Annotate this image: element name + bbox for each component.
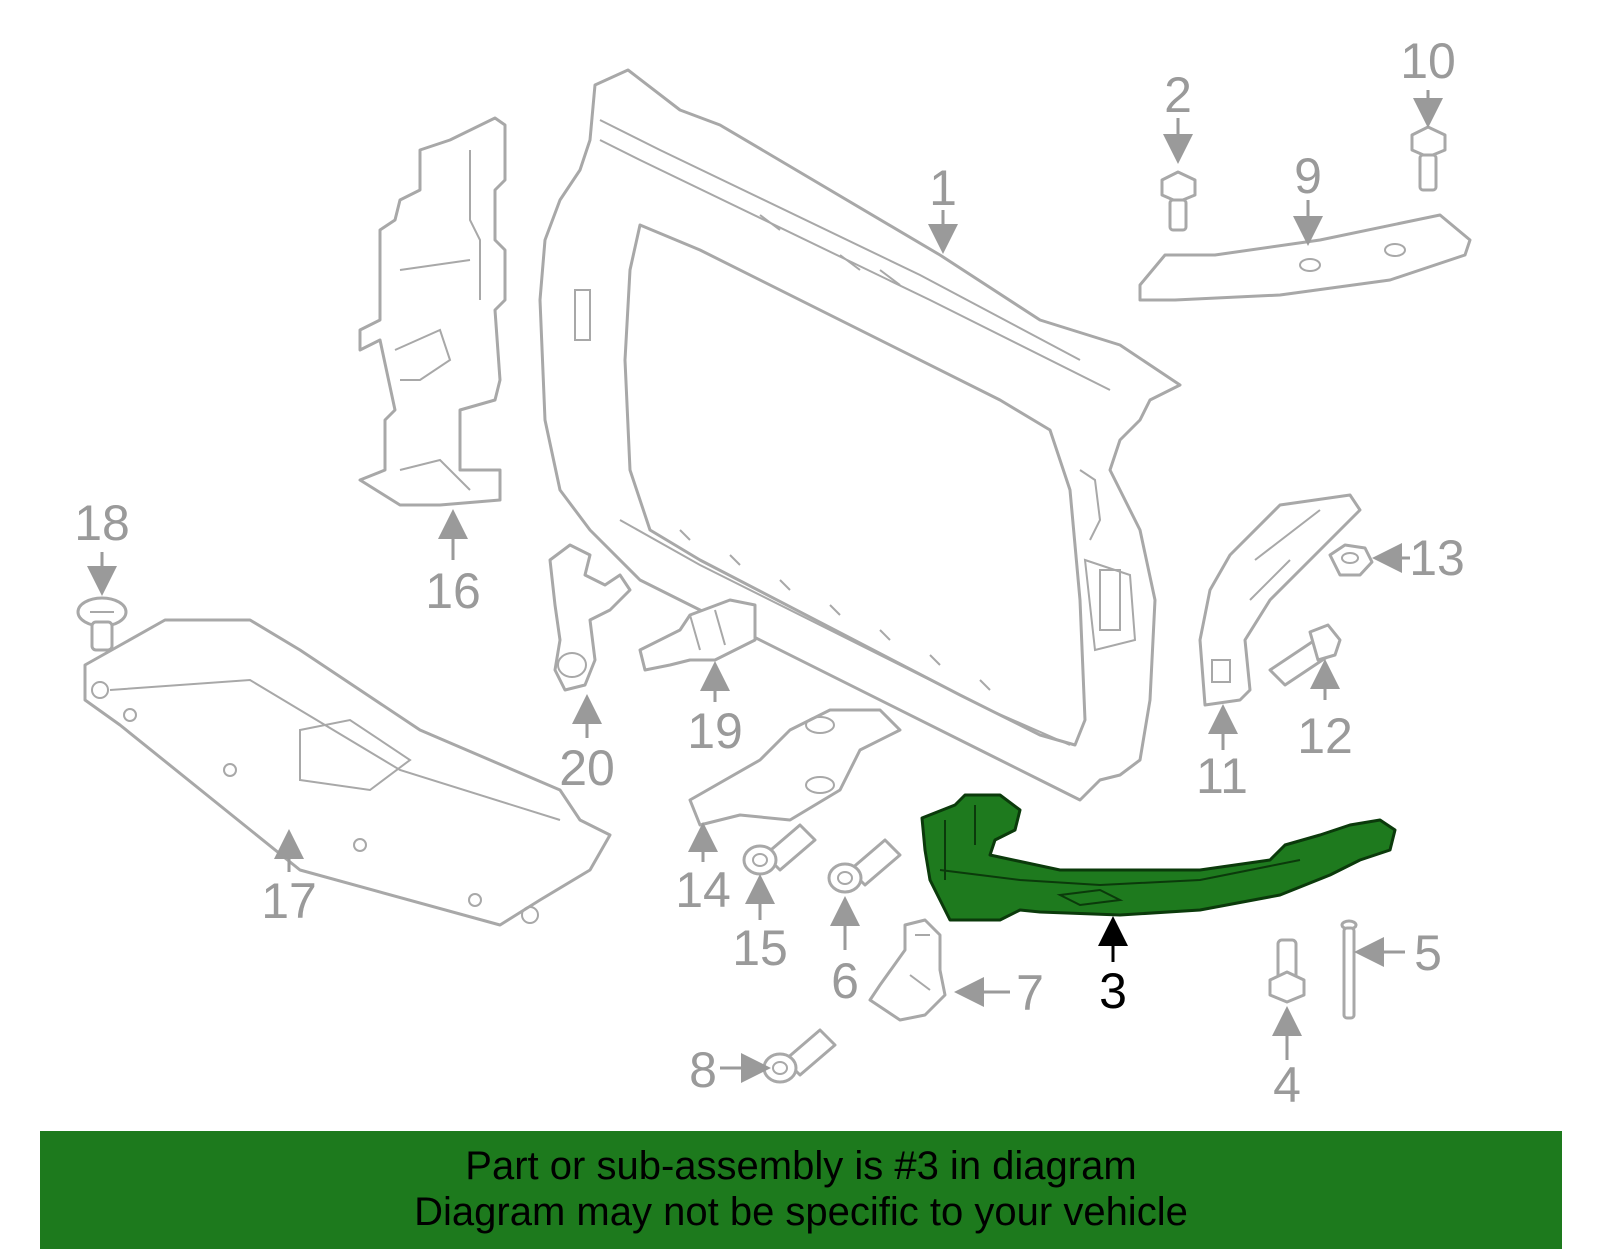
banner-line-2: Diagram may not be specific to your vehi… (414, 1190, 1188, 1234)
part-1-radiator-support (538, 68, 1182, 802)
part-18-push-clip (76, 596, 128, 652)
part-15-bolt (742, 823, 817, 876)
part-3-bracket-highlighted[interactable] (920, 793, 1397, 922)
part-5-rivet (1340, 919, 1358, 1020)
part-11-side-bracket (1198, 493, 1362, 707)
callout-19: 19 (687, 703, 743, 759)
part-7-bracket (868, 918, 947, 1022)
callout-10: 10 (1400, 33, 1456, 89)
callout-16: 16 (425, 563, 481, 619)
callout-9: 9 (1294, 148, 1322, 204)
callout-numbers: 1 2 3 4 5 6 7 8 9 10 11 12 13 14 15 16 1… (74, 33, 1465, 1113)
callout-7: 7 (1016, 965, 1044, 1021)
part-9-upper-bracket (1138, 213, 1472, 302)
part-6-bolt (827, 838, 902, 894)
callout-20: 20 (559, 740, 615, 796)
callout-15: 15 (732, 920, 788, 976)
part-13-nut (1328, 543, 1374, 577)
callout-13: 13 (1409, 530, 1465, 586)
callout-11: 11 (1196, 748, 1248, 804)
callout-2: 2 (1164, 67, 1192, 123)
callout-1: 1 (929, 160, 957, 216)
part-19-sensor (638, 598, 757, 672)
callout-14: 14 (675, 862, 731, 918)
callout-4: 4 (1273, 1057, 1301, 1113)
callout-17: 17 (261, 873, 317, 929)
part-14-bracket (688, 708, 902, 827)
callout-8: 8 (689, 1042, 717, 1098)
part-10-bolt (1410, 125, 1447, 192)
banner-line-1: Part or sub-assembly is #3 in diagram (465, 1144, 1137, 1188)
callout-3[interactable]: 3 (1099, 963, 1127, 1019)
callout-arrows (87, 90, 1443, 1083)
part-4-bolt (1268, 938, 1306, 1004)
callout-12: 12 (1297, 708, 1353, 764)
part-12-bolt (1268, 623, 1342, 687)
callout-6: 6 (831, 953, 859, 1009)
part-20-bracket (548, 543, 632, 692)
part-8-bolt (762, 1028, 837, 1084)
part-17-lower-shield (83, 618, 612, 927)
part-16-air-deflector (358, 116, 507, 507)
callout-18: 18 (74, 495, 130, 551)
callout-5: 5 (1414, 925, 1442, 981)
info-banner: Part or sub-assembly is #3 in diagram Di… (40, 1131, 1562, 1249)
part-2-bolt (1160, 170, 1197, 232)
